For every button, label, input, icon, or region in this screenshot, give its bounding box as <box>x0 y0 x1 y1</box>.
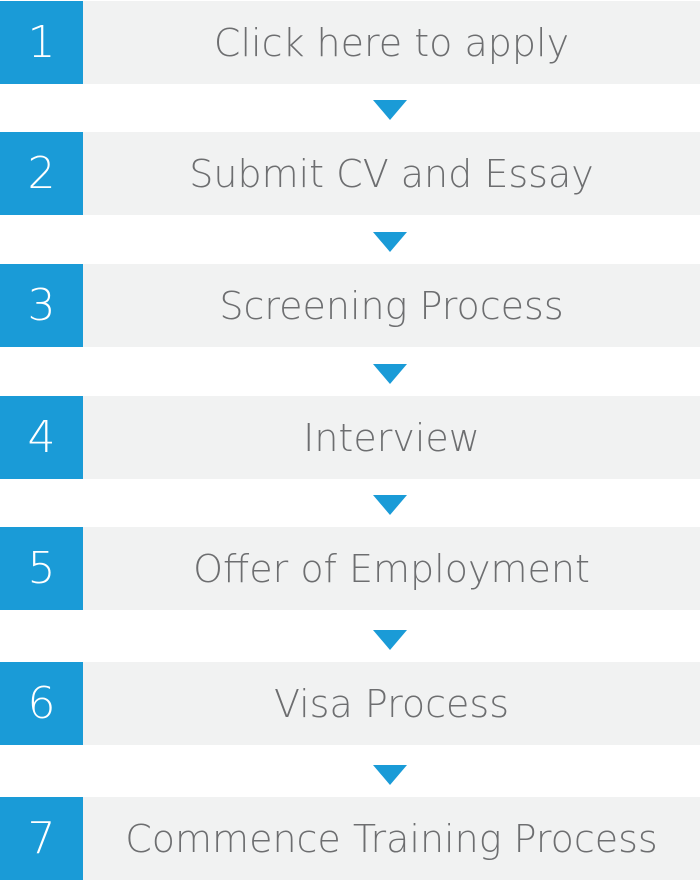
step-number: 1 <box>0 1 83 84</box>
step-label: Visa Process <box>273 681 510 726</box>
down-arrow-icon <box>373 630 407 650</box>
step-4-interview: 4 Interview <box>0 396 700 479</box>
step-number: 2 <box>0 132 83 215</box>
step-number: 3 <box>0 264 83 347</box>
step-2-submit-cv: 2 Submit CV and Essay <box>0 132 700 215</box>
step-number: 4 <box>0 396 83 479</box>
step-label: Submit CV and Essay <box>189 151 594 196</box>
step-5-offer: 5 Offer of Employment <box>0 527 700 610</box>
down-arrow-icon <box>373 495 407 515</box>
step-label: Commence Training Process <box>125 816 658 861</box>
step-1-apply[interactable]: 1 Click here to apply <box>0 1 700 84</box>
step-7-training: 7 Commence Training Process <box>0 797 700 880</box>
step-6-visa: 6 Visa Process <box>0 662 700 745</box>
step-3-screening: 3 Screening Process <box>0 264 700 347</box>
down-arrow-icon <box>373 232 407 252</box>
down-arrow-icon <box>373 364 407 384</box>
down-arrow-icon <box>373 765 407 785</box>
step-label[interactable]: Click here to apply <box>213 20 570 65</box>
step-number: 7 <box>0 797 83 880</box>
step-label: Interview <box>303 415 480 460</box>
down-arrow-icon <box>373 100 407 120</box>
step-number: 5 <box>0 527 83 610</box>
step-number: 6 <box>0 662 83 745</box>
step-label: Screening Process <box>219 283 564 328</box>
step-label: Offer of Employment <box>193 546 590 591</box>
